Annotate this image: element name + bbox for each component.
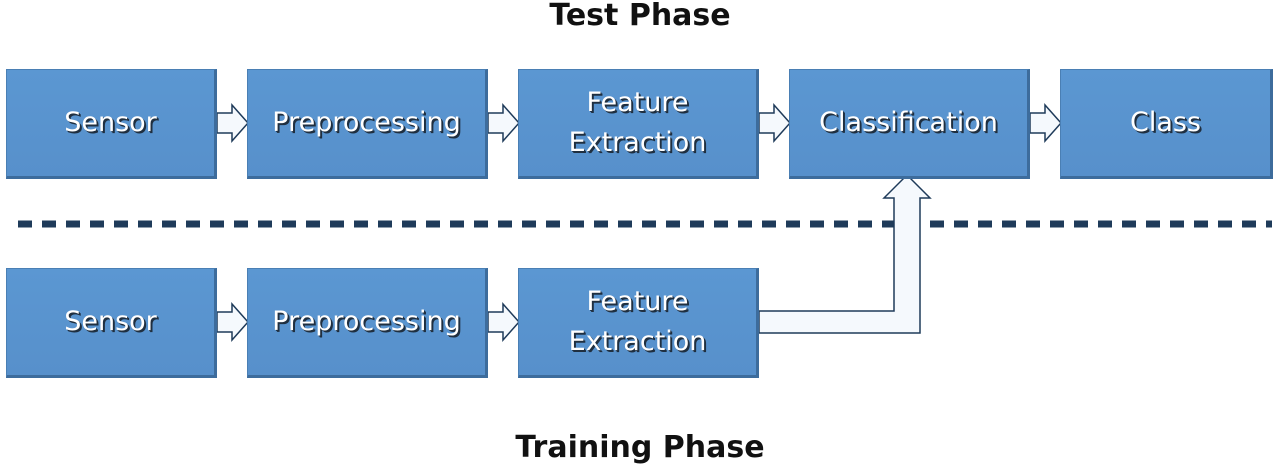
test-class-box: Class	[1060, 69, 1273, 179]
train-preprocessing-label: Preprocessing	[272, 306, 461, 337]
training-phase-title: Training Phase	[515, 430, 765, 465]
test-preprocessing-label: Preprocessing	[272, 107, 461, 138]
arrow-training-to-classification	[758, 173, 932, 334]
arrow-sensor-to-preprocessing-train	[216, 302, 250, 342]
test-phase-title: Test Phase	[549, 0, 731, 33]
train-feature-extraction-label: Feature Extraction	[568, 286, 707, 357]
test-classification-box: Classification	[789, 69, 1030, 179]
train-preprocessing-box: Preprocessing	[247, 268, 488, 378]
train-sensor-label: Sensor	[64, 306, 157, 337]
test-classification-label: Classification	[819, 107, 998, 138]
arrow-preprocessing-to-feature-test	[487, 103, 521, 143]
arrow-classification-to-class-test	[1029, 103, 1063, 143]
train-sensor-box: Sensor	[6, 268, 217, 378]
test-feature-extraction-box: Feature Extraction	[518, 69, 759, 179]
arrow-feature-to-classification-test	[758, 103, 792, 143]
test-preprocessing-box: Preprocessing	[247, 69, 488, 179]
arrow-preprocessing-to-feature-train	[487, 302, 521, 342]
arrow-sensor-to-preprocessing-test	[216, 103, 250, 143]
test-sensor-label: Sensor	[64, 107, 157, 138]
test-feature-extraction-label: Feature Extraction	[568, 87, 707, 158]
test-class-label: Class	[1129, 107, 1202, 138]
train-feature-extraction-box: Feature Extraction	[518, 268, 759, 378]
test-sensor-box: Sensor	[6, 69, 217, 179]
